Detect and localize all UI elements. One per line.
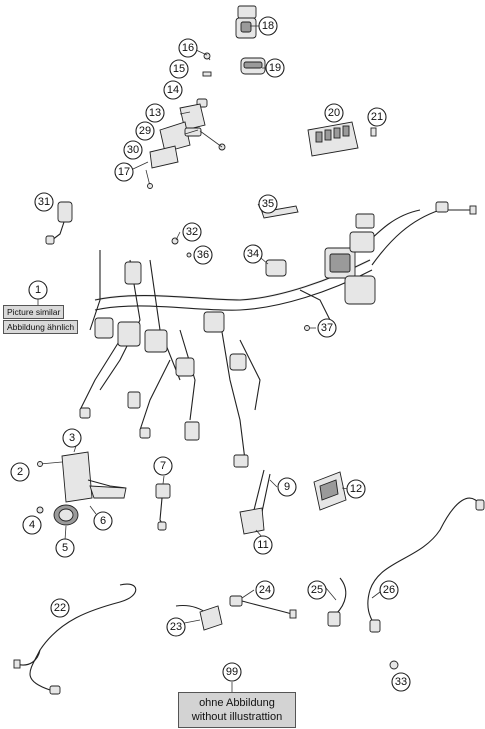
callout-1: 1 <box>28 280 48 300</box>
callout-25: 25 <box>307 580 327 600</box>
svg-text:30: 30 <box>127 144 139 156</box>
callout-3: 3 <box>62 428 82 448</box>
callouts: 1 2 3 4 5 6 7 9 11 12 13 14 15 16 17 18 … <box>10 16 411 692</box>
callout-99: 99 <box>222 662 242 682</box>
callout-18: 18 <box>258 16 278 36</box>
callout-15: 15 <box>169 59 189 79</box>
svg-text:19: 19 <box>269 62 281 74</box>
svg-text:3: 3 <box>69 432 75 444</box>
svg-text:34: 34 <box>247 248 259 260</box>
callout-16: 16 <box>178 38 198 58</box>
svg-text:15: 15 <box>173 63 185 75</box>
part-32-shape <box>171 237 179 245</box>
callout-13: 13 <box>145 103 165 123</box>
svg-text:31: 31 <box>38 196 50 208</box>
switch-assembly <box>145 5 266 189</box>
svg-text:11: 11 <box>257 539 268 551</box>
sensor-31 <box>45 201 73 245</box>
callout-30: 30 <box>123 140 143 160</box>
svg-text:33: 33 <box>395 676 407 688</box>
callout-9: 9 <box>277 477 297 497</box>
svg-text:2: 2 <box>17 466 23 478</box>
svg-text:5: 5 <box>62 542 68 554</box>
svg-text:6: 6 <box>100 515 106 527</box>
svg-text:7: 7 <box>160 460 166 472</box>
callout-21: 21 <box>367 107 387 127</box>
fuse-block <box>307 121 377 157</box>
cable-26 <box>367 497 485 633</box>
svg-text:12: 12 <box>350 483 362 495</box>
callout-31: 31 <box>34 192 54 212</box>
svg-text:1: 1 <box>35 284 41 296</box>
svg-text:13: 13 <box>149 107 161 119</box>
callout-37: 37 <box>317 318 337 338</box>
control-unit-12 <box>313 471 347 511</box>
callout-12: 12 <box>346 479 366 499</box>
sensor-25 <box>327 577 347 627</box>
svg-text:17: 17 <box>118 166 130 178</box>
part-37-shape <box>304 325 310 331</box>
svg-text:16: 16 <box>182 42 194 54</box>
callout-36: 36 <box>193 245 213 265</box>
svg-text:20: 20 <box>328 107 340 119</box>
svg-text:14: 14 <box>167 84 179 96</box>
callout-24: 24 <box>255 580 275 600</box>
callout-26: 26 <box>379 580 399 600</box>
svg-text:25: 25 <box>311 584 323 596</box>
abbildung-aehnlich-label: Abbildung ähnlich <box>3 320 79 334</box>
picture-similar-label: Picture similar <box>3 305 65 319</box>
callout-29: 29 <box>135 121 155 141</box>
svg-text:22: 22 <box>54 602 66 614</box>
callout-22: 22 <box>50 598 70 618</box>
callout-34: 34 <box>243 244 263 264</box>
svg-text:36: 36 <box>197 249 209 261</box>
callout-35: 35 <box>258 194 278 214</box>
callout-32: 32 <box>182 222 202 242</box>
connector-7 <box>155 483 171 531</box>
cable-22 <box>13 583 137 695</box>
callout-2: 2 <box>10 462 30 482</box>
callout-17: 17 <box>114 162 134 182</box>
part-36-shape <box>186 252 192 258</box>
regulator-group <box>36 451 127 526</box>
callout-4: 4 <box>22 515 42 535</box>
callout-14: 14 <box>163 80 183 100</box>
svg-text:21: 21 <box>371 111 383 123</box>
callout-33: 33 <box>391 672 411 692</box>
without-illustration-text: without illustrattion <box>191 711 283 723</box>
svg-text:4: 4 <box>29 519 35 531</box>
svg-text:32: 32 <box>186 226 198 238</box>
sensor-23 <box>175 604 223 631</box>
sensor-24 <box>229 595 297 619</box>
svg-text:24: 24 <box>259 584 271 596</box>
callout-7: 7 <box>153 456 173 476</box>
without-illustration-note: ohne Abbildung without illustrattion <box>178 692 296 728</box>
svg-text:37: 37 <box>321 322 333 334</box>
callout-11: 11 <box>253 535 273 555</box>
callout-6: 6 <box>93 511 113 531</box>
callout-20: 20 <box>324 103 344 123</box>
svg-text:99: 99 <box>226 666 238 678</box>
harness-9-11 <box>239 469 271 535</box>
svg-text:9: 9 <box>284 481 290 493</box>
svg-text:23: 23 <box>170 621 182 633</box>
svg-text:29: 29 <box>139 125 151 137</box>
bracket-35 <box>261 205 299 219</box>
main-wiring-harness <box>79 201 477 468</box>
svg-text:35: 35 <box>262 198 274 210</box>
svg-text:18: 18 <box>262 20 274 32</box>
ohne-abbildung-text: ohne Abbildung <box>199 697 275 709</box>
callout-5: 5 <box>55 538 75 558</box>
callout-23: 23 <box>166 617 186 637</box>
part-33-shape <box>389 660 399 670</box>
svg-text:26: 26 <box>383 584 395 596</box>
callout-19: 19 <box>265 58 285 78</box>
